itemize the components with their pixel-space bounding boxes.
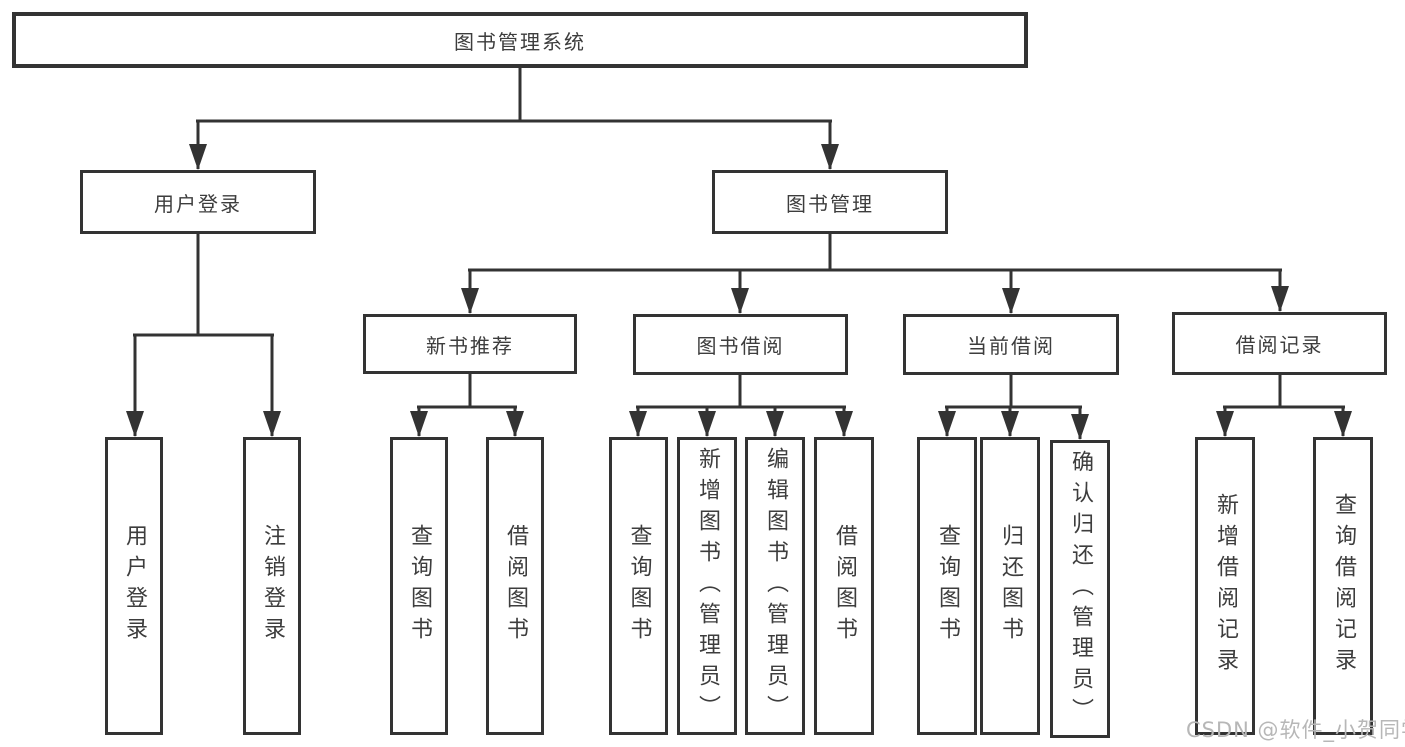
leaf-nb-query-books: 查询图书 (390, 437, 448, 735)
leaf-bb-borrow-books-label: 借阅图书 (832, 524, 857, 648)
node-book-borrowing: 图书借阅 (633, 314, 848, 375)
node-user-login: 用户登录 (80, 170, 316, 234)
leaf-br-add-record: 新增借阅记录 (1195, 437, 1255, 735)
leaf-bb-edit-books-admin-label: 编辑图书（管理员） (763, 446, 788, 726)
leaf-logout: 注销登录 (243, 437, 301, 735)
leaf-cb-confirm-return-admin-label: 确认归还（管理员） (1068, 449, 1093, 729)
watermark: CSDN @软件_小贺同学 (1186, 718, 1405, 742)
leaf-bb-query-books-label: 查询图书 (626, 524, 652, 648)
leaf-br-add-record-label: 新增借阅记录 (1213, 493, 1238, 679)
leaf-bb-add-books-admin: 新增图书（管理员） (677, 437, 737, 735)
leaf-br-query-record: 查询借阅记录 (1313, 437, 1373, 735)
node-book-borrowing-label: 图书借阅 (696, 334, 785, 358)
node-new-book-recommendation: 新书推荐 (363, 314, 577, 374)
leaf-cb-return-books: 归还图书 (980, 437, 1040, 735)
leaf-nb-query-books-label: 查询图书 (407, 524, 432, 648)
node-root: 图书管理系统 (12, 12, 1028, 68)
leaf-br-query-record-label: 查询借阅记录 (1331, 493, 1356, 679)
leaf-nb-borrow-books: 借阅图书 (486, 437, 544, 735)
node-borrowing-records-label: 借阅记录 (1235, 333, 1324, 357)
node-book-management: 图书管理 (712, 170, 948, 234)
node-borrowing-records: 借阅记录 (1172, 312, 1387, 375)
node-root-label: 图书管理系统 (454, 29, 586, 54)
leaf-logout-label: 注销登录 (260, 524, 285, 648)
node-current-borrowing: 当前借阅 (903, 314, 1119, 375)
node-new-book-recommendation-label: 新书推荐 (426, 333, 514, 358)
leaf-cb-confirm-return-admin: 确认归还（管理员） (1050, 440, 1110, 738)
leaf-user-login: 用户登录 (105, 437, 163, 735)
leaf-cb-return-books-label: 归还图书 (998, 524, 1023, 648)
leaf-bb-borrow-books: 借阅图书 (814, 437, 874, 735)
leaf-cb-query-books: 查询图书 (917, 437, 977, 735)
leaf-cb-query-books-label: 查询图书 (935, 524, 960, 648)
leaf-user-login-label: 用户登录 (122, 524, 147, 648)
leaf-bb-query-books: 查询图书 (609, 437, 668, 735)
leaf-nb-borrow-books-label: 借阅图书 (503, 524, 528, 648)
node-book-management-label: 图书管理 (786, 191, 874, 216)
node-user-login-label: 用户登录 (154, 191, 242, 216)
leaf-bb-edit-books-admin: 编辑图书（管理员） (745, 437, 805, 735)
node-current-borrowing-label: 当前借阅 (967, 334, 1055, 358)
leaf-bb-add-books-admin-label: 新增图书（管理员） (695, 446, 720, 726)
